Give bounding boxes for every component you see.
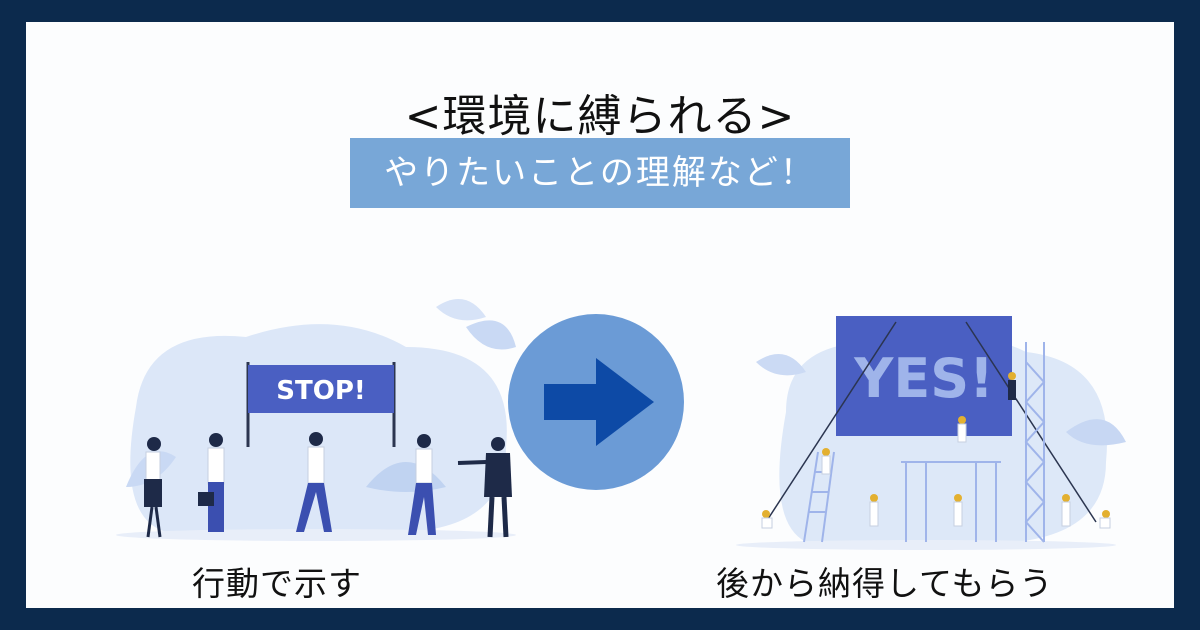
yes-billboard	[836, 316, 1012, 436]
stop-protest-illustration: STOP!	[116, 299, 516, 541]
stop-sign-text: STOP!	[276, 376, 365, 406]
subtitle-banner: やりたいことの理解など！	[350, 138, 850, 208]
yes-billboard-text: YES!	[853, 347, 994, 410]
stop-sign	[248, 365, 394, 413]
right-caption: 後から納得してもらう	[716, 564, 1054, 603]
left-caption: 行動で示す	[192, 564, 362, 603]
page-title: <環境に縛られる>	[404, 91, 796, 142]
content-card: <環境に縛られる> やりたいことの理解など！ STOP!	[26, 22, 1174, 608]
yes-billboard-illustration: YES!	[736, 316, 1126, 550]
right-arrow-icon	[508, 314, 684, 490]
